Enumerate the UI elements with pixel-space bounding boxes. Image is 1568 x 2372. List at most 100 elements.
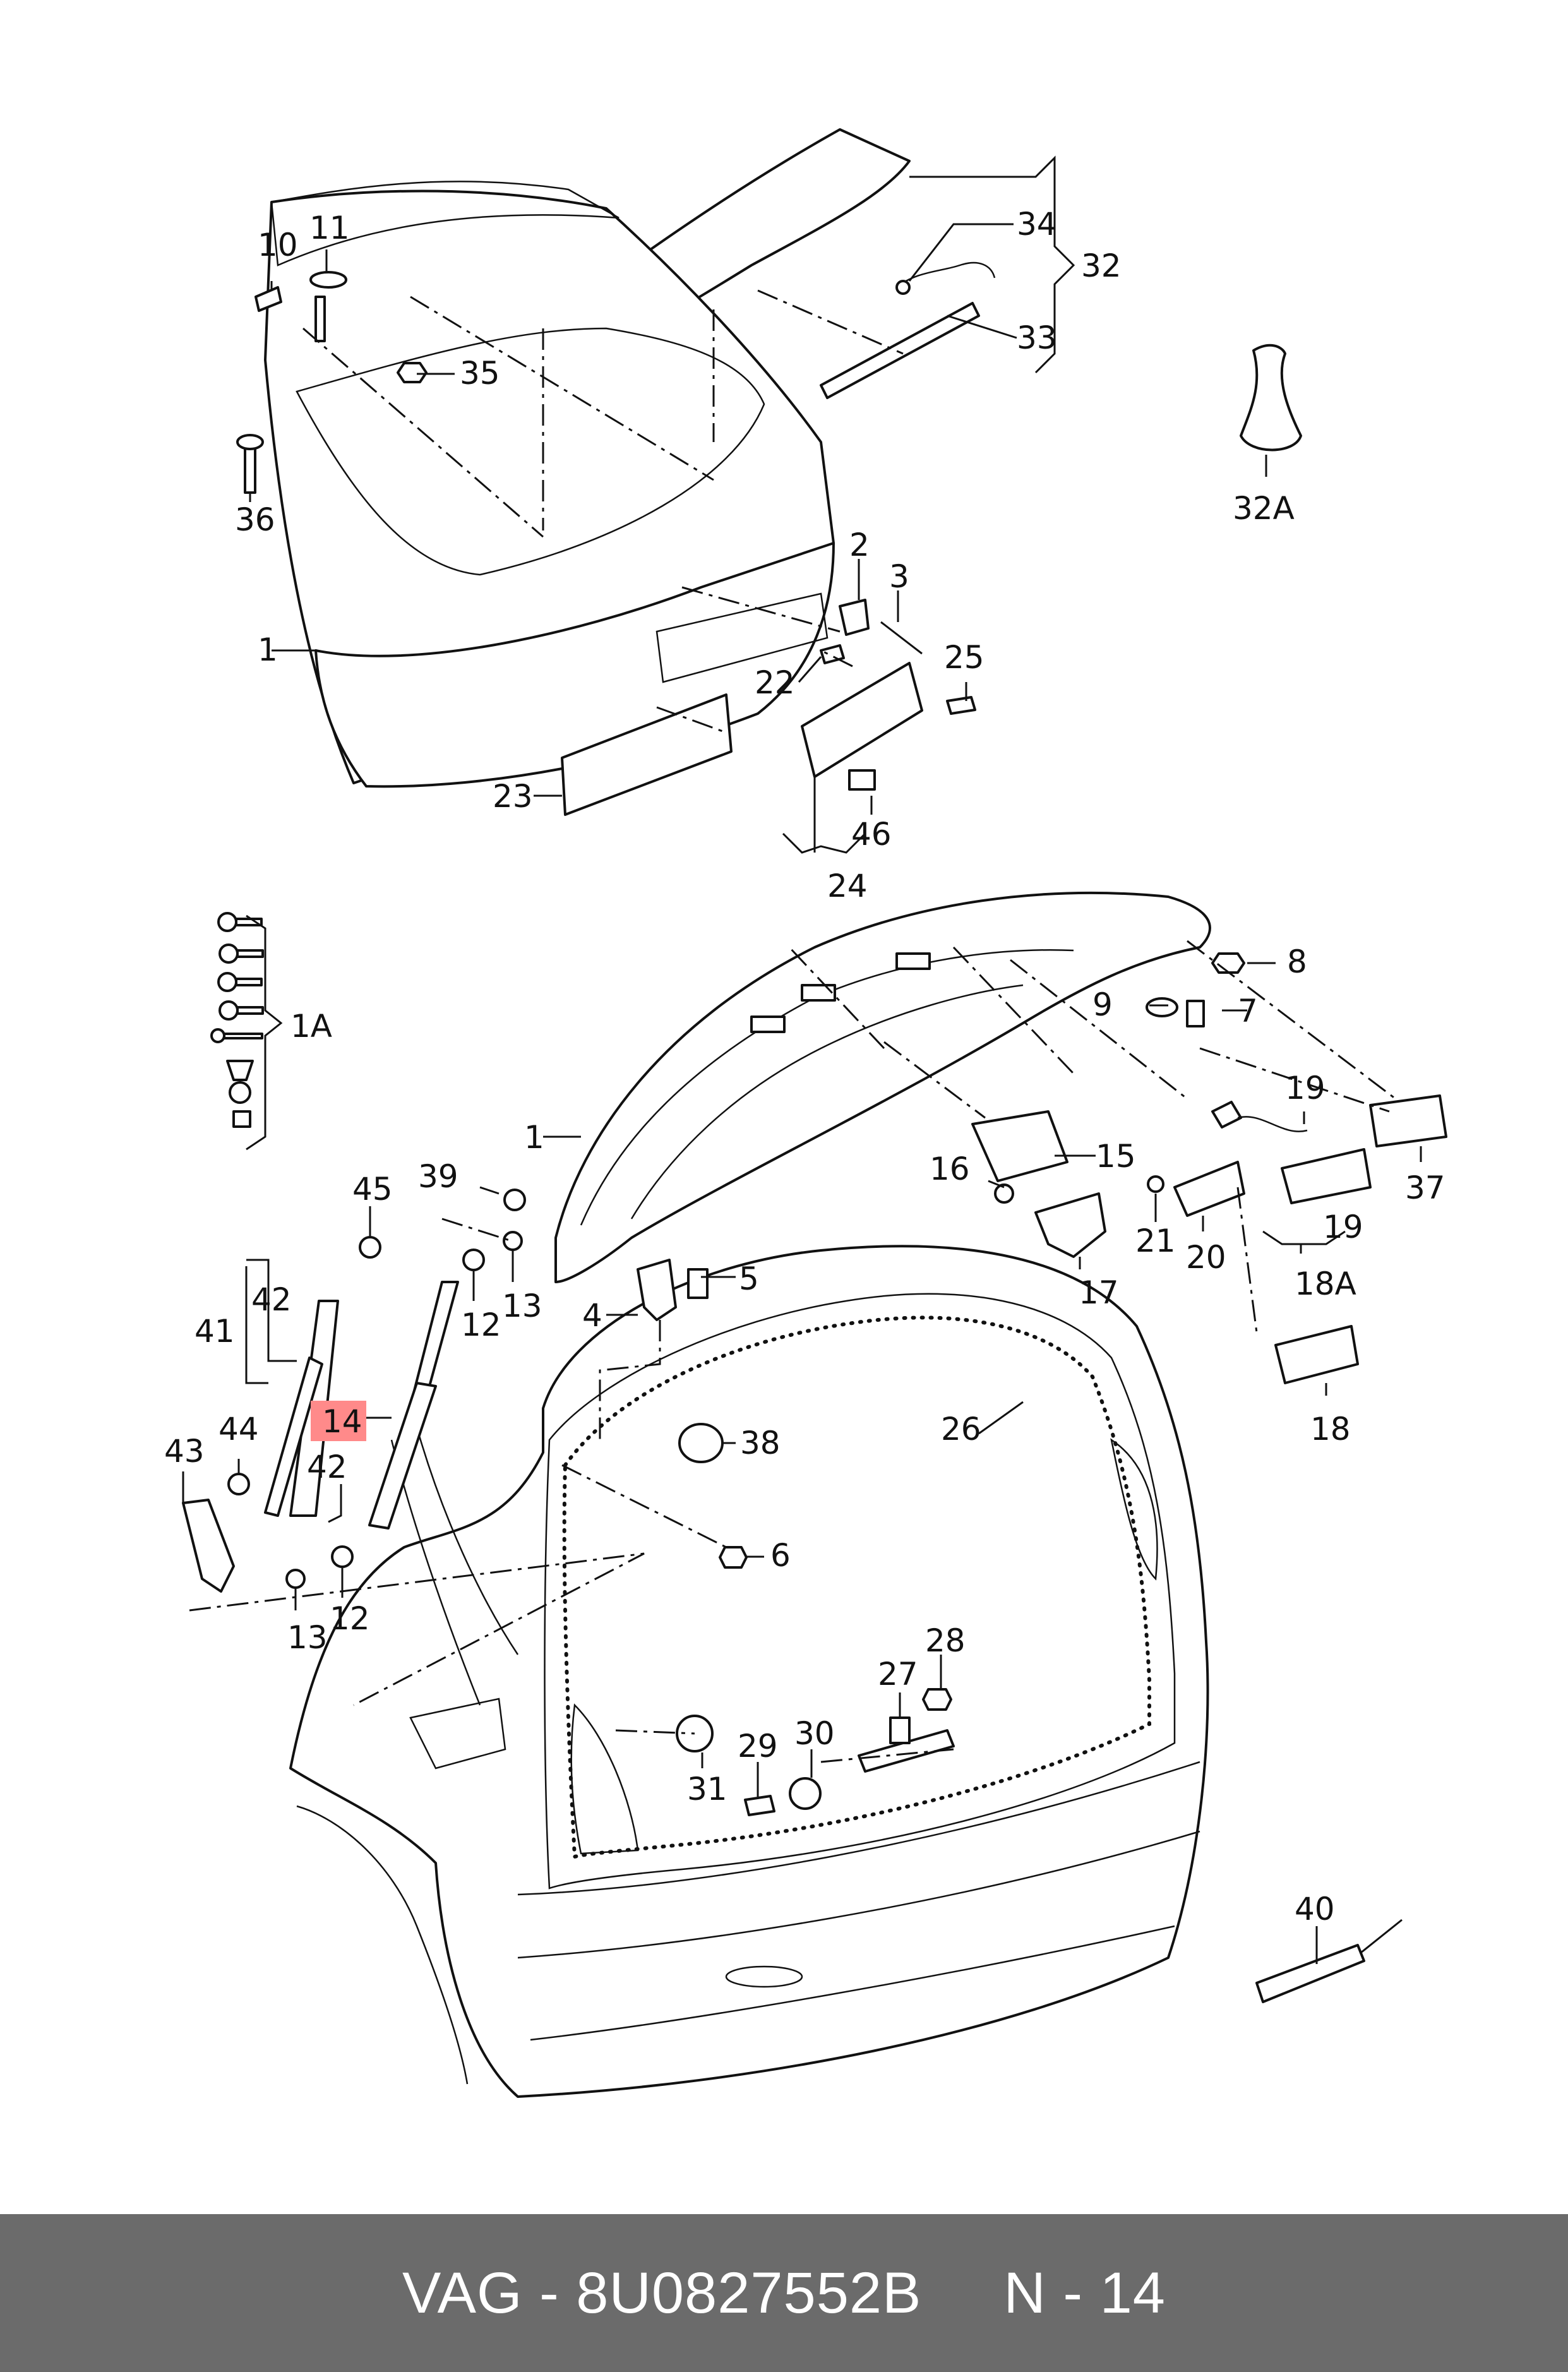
callout-11: 11 bbox=[309, 210, 350, 246]
plate-light-37 bbox=[1369, 1094, 1447, 1147]
bolt-5 bbox=[687, 1268, 709, 1299]
callout-4: 4 bbox=[582, 1297, 602, 1334]
bracket-24 bbox=[782, 777, 866, 854]
leader-line bbox=[615, 1729, 695, 1735]
nut-35 bbox=[397, 362, 428, 383]
washer-13 bbox=[503, 1231, 523, 1251]
callout-2: 2 bbox=[849, 527, 870, 563]
gas-strut-14-right-body bbox=[368, 1382, 437, 1530]
bolt-21 bbox=[1147, 1175, 1164, 1193]
callout-32A: 32A bbox=[1233, 490, 1295, 527]
vehicle-rear-body bbox=[289, 1245, 1209, 2098]
tailgate-slot bbox=[750, 1015, 786, 1033]
part-info-footer: VAG - 8U0827552B N - 14 bbox=[0, 2214, 1568, 2372]
cap-30 bbox=[789, 1777, 822, 1810]
callout-12-bottom: 12 bbox=[330, 1600, 370, 1637]
striker-27 bbox=[858, 1729, 955, 1773]
leader-line bbox=[952, 946, 1075, 1075]
leader-line bbox=[410, 296, 714, 481]
grease-tube-40 bbox=[1255, 1944, 1365, 2003]
bracket-41 bbox=[245, 1259, 297, 1384]
footer-separator: - bbox=[539, 2260, 560, 2325]
callout-32: 32 bbox=[1081, 248, 1122, 284]
callout-10: 10 bbox=[258, 227, 298, 263]
left-light-cavity bbox=[570, 1703, 639, 1855]
badge-strip bbox=[561, 693, 733, 816]
screw-25 bbox=[946, 696, 976, 715]
leader-line bbox=[1199, 1047, 1390, 1113]
bracket-18a bbox=[1262, 1230, 1346, 1254]
tailgate-slot bbox=[801, 984, 836, 1002]
callout-3: 3 bbox=[889, 558, 909, 595]
tailgate-inner-rib bbox=[630, 984, 1024, 1219]
right-light-cavity bbox=[1110, 1438, 1158, 1581]
strut-bracket-43 bbox=[182, 1499, 235, 1593]
callout-42-top: 42 bbox=[251, 1281, 292, 1318]
cover-17 bbox=[1034, 1192, 1106, 1258]
callout-5: 5 bbox=[739, 1261, 759, 1297]
bracket-32 bbox=[909, 155, 1075, 374]
brake-light-screw bbox=[895, 280, 911, 295]
hinge-4 bbox=[637, 1259, 677, 1321]
callout-29: 29 bbox=[738, 1728, 778, 1764]
leader-line bbox=[681, 586, 841, 633]
washer-13b bbox=[285, 1569, 306, 1589]
callout-1-bottom: 1 bbox=[524, 1119, 544, 1156]
leader-line bbox=[757, 289, 904, 355]
footer-part-number: 8U0827552B bbox=[576, 2260, 922, 2325]
callout-27: 27 bbox=[878, 1656, 918, 1692]
callout-12: 12 bbox=[461, 1307, 501, 1343]
callout-15: 15 bbox=[1096, 1138, 1136, 1175]
nut-16 bbox=[994, 1183, 1014, 1204]
nut-6 bbox=[719, 1546, 748, 1569]
callout-17: 17 bbox=[1079, 1274, 1119, 1311]
lock-15 bbox=[971, 1110, 1068, 1182]
callout-26: 26 bbox=[941, 1411, 981, 1447]
clip-9 bbox=[1146, 997, 1178, 1017]
tailgate-top-frame bbox=[270, 181, 619, 267]
licence-plate-carrier bbox=[801, 662, 923, 778]
tailgate-open-shell bbox=[554, 891, 1211, 1283]
callout-22: 22 bbox=[755, 664, 795, 701]
brake-light-bar bbox=[820, 302, 980, 399]
highlight-box-14 bbox=[311, 1401, 366, 1441]
leader-line bbox=[788, 946, 885, 1050]
lower-callouts: 1A 1 8 9 7 19 37 15 16 17 21 20 19 18A 1… bbox=[164, 914, 1445, 1964]
footer-brand: VAG bbox=[402, 2260, 523, 2325]
brake-light-wire bbox=[896, 261, 996, 288]
rear-body-shell bbox=[289, 1245, 1209, 2098]
leader-39 bbox=[479, 1186, 500, 1195]
striker-block bbox=[889, 1716, 911, 1744]
bulb-bag-32a bbox=[1240, 344, 1302, 452]
callout-28: 28 bbox=[925, 1622, 966, 1659]
plate-clip bbox=[848, 769, 876, 791]
switch-housing-20 bbox=[1173, 1161, 1245, 1217]
callout-1A: 1A bbox=[290, 1008, 332, 1045]
callout-33: 33 bbox=[1017, 320, 1057, 356]
cap-8 bbox=[1211, 952, 1245, 974]
leader-line bbox=[189, 1552, 645, 1706]
callout-9: 9 bbox=[1092, 986, 1113, 1023]
callout-8: 8 bbox=[1287, 943, 1307, 980]
leader-line bbox=[561, 1464, 727, 1548]
callout-45: 45 bbox=[352, 1171, 393, 1207]
callout-34: 34 bbox=[1017, 206, 1057, 243]
callout-39: 39 bbox=[418, 1158, 458, 1195]
leader-26 bbox=[978, 1401, 1024, 1435]
tailgate-opening bbox=[544, 1293, 1176, 1890]
callout-43: 43 bbox=[164, 1433, 205, 1470]
buffer-29 bbox=[744, 1795, 775, 1816]
callout-14: 14 bbox=[322, 1403, 362, 1440]
callout-23: 23 bbox=[493, 778, 533, 815]
callout-19-top: 19 bbox=[1285, 1070, 1326, 1106]
retainer-stem bbox=[314, 296, 326, 342]
nut-28 bbox=[922, 1688, 952, 1711]
pin-3 bbox=[880, 621, 923, 655]
leader-16 bbox=[988, 1180, 1005, 1189]
callout-1-top: 1 bbox=[258, 632, 278, 668]
bracket-2 bbox=[839, 599, 870, 636]
connector-19 bbox=[1211, 1101, 1242, 1129]
grommet-38 bbox=[678, 1423, 724, 1463]
tailgate-inner-trim bbox=[580, 949, 1074, 1226]
fastener-set-1a bbox=[210, 912, 264, 1128]
